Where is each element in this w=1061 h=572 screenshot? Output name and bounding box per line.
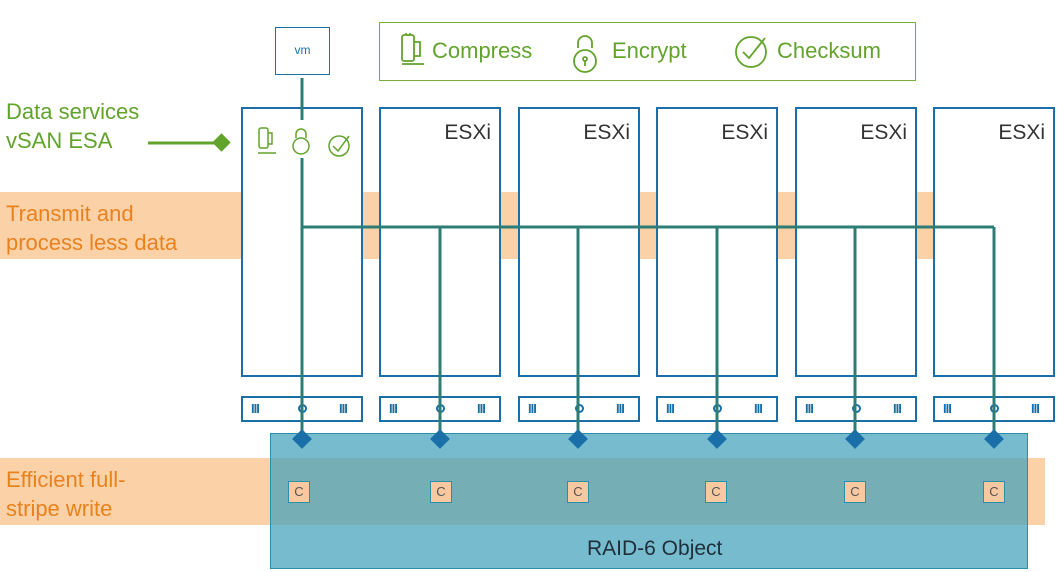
host-label: ESXi [998, 121, 1045, 144]
disk-bars-left: III [805, 401, 814, 416]
efficient-label: Efficient full- stripe write [6, 465, 125, 523]
disk-tray: III III [933, 396, 1055, 422]
disk-port-icon [575, 404, 584, 413]
component-box: C [430, 481, 452, 503]
transmit-line-2: process less data [6, 230, 178, 255]
data-services-label: Data services vSAN ESA [6, 97, 139, 155]
data-services-box [379, 22, 916, 81]
disk-bars-right: III [1031, 401, 1040, 416]
disk-port-icon [298, 404, 307, 413]
component-box: C [844, 481, 866, 503]
disk-tray: III III [656, 396, 778, 422]
efficient-line-1: Efficient full- [6, 467, 126, 492]
encrypt-label: Encrypt [612, 38, 687, 63]
disk-tray: III III [379, 396, 501, 422]
disk-port-icon [990, 404, 999, 413]
disk-bars-right: III [754, 401, 763, 416]
disk-tray: III III [241, 396, 363, 422]
host-label: ESXi [583, 121, 630, 144]
disk-port-icon [436, 404, 445, 413]
data-services-pointer [148, 133, 231, 152]
raid6-object [270, 433, 1028, 569]
data-services-line-1: Data services [6, 99, 140, 124]
disk-port-icon [852, 404, 861, 413]
host-4: ESXi [656, 107, 778, 377]
disk-port-icon [713, 404, 722, 413]
disk-bars-right: III [616, 401, 625, 416]
disk-bars-left: III [528, 401, 537, 416]
compress-label: Compress [432, 38, 533, 63]
component-box: C [983, 481, 1005, 503]
host-2: ESXi [379, 107, 501, 377]
checksum-label: Checksum [777, 38, 881, 63]
host-5: ESXi [795, 107, 917, 377]
efficient-line-2: stripe write [6, 496, 113, 521]
disk-bars-left: III [251, 401, 260, 416]
disk-bars-right: III [893, 401, 902, 416]
disk-tray: III III [518, 396, 640, 422]
disk-bars-left: III [389, 401, 398, 416]
host-label: ESXi [444, 121, 491, 144]
disk-bars-left: III [943, 401, 952, 416]
component-box: C [288, 481, 310, 503]
component-box: C [567, 481, 589, 503]
host-label: ESXi [721, 121, 768, 144]
host-label: ESXi [860, 121, 907, 144]
transmit-line-1: Transmit and [6, 201, 134, 226]
host-6: ESXi [933, 107, 1055, 377]
component-box: C [705, 481, 727, 503]
data-services-line-2: vSAN ESA [6, 128, 113, 153]
disk-bars-right: III [339, 401, 348, 416]
raid6-object-label: RAID-6 Object [587, 537, 723, 560]
host-3: ESXi [518, 107, 640, 377]
disk-bars-left: III [666, 401, 675, 416]
disk-tray: III III [795, 396, 917, 422]
vm-box: vm [275, 27, 330, 75]
host-1 [241, 107, 363, 377]
disk-bars-right: III [477, 401, 486, 416]
transmit-label: Transmit and process less data [6, 199, 177, 257]
